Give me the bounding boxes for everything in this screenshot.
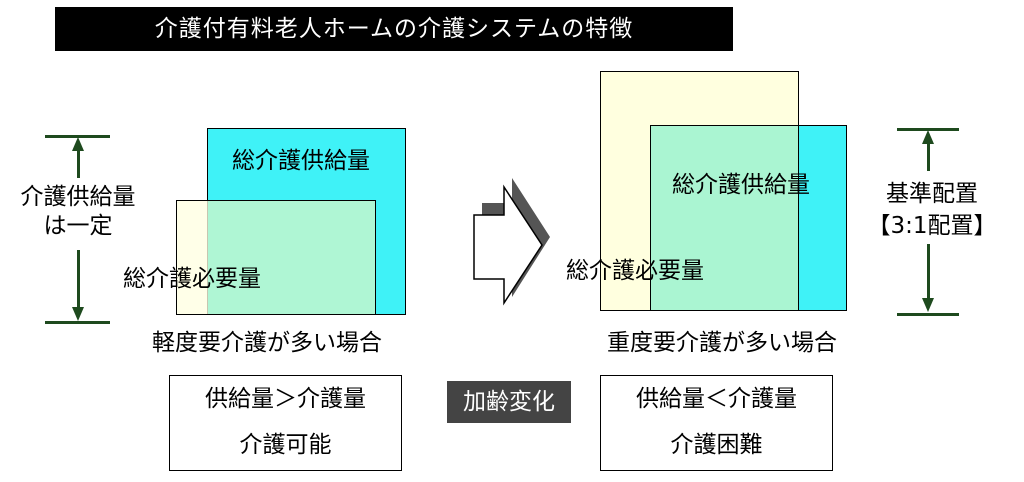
arrow-up-icon xyxy=(72,137,84,151)
right-measure-upper-shaft xyxy=(927,143,930,171)
staffing-standard-label: 基準配置 【3:1配置】 xyxy=(862,178,1002,242)
supply-constant-label: 介護供給量 は一定 xyxy=(8,183,148,241)
right-supply-outline xyxy=(650,125,847,311)
right-measure-lower-shaft xyxy=(927,244,930,301)
transition-arrow-icon xyxy=(473,178,550,306)
left-caption: 軽度要介護が多い場合 xyxy=(152,330,382,356)
right-measure-top-line xyxy=(897,128,959,131)
right-result-line2: 介護困難 xyxy=(670,432,763,458)
right-result-line1: 供給量＜介護量 xyxy=(636,386,797,412)
left-result-line2: 介護可能 xyxy=(239,432,332,458)
left-result-box: 供給量＞介護量 介護可能 xyxy=(169,375,402,471)
overlap-region xyxy=(208,201,375,314)
right-arrow-up-icon xyxy=(922,130,934,144)
left-need-label: 総介護必要量 xyxy=(123,266,261,292)
right-supply-label: 総介護供給量 xyxy=(672,172,810,198)
measure-upper-shaft xyxy=(77,150,80,178)
need-box-outline xyxy=(176,200,376,315)
left-result-line1: 供給量＞介護量 xyxy=(205,386,366,412)
right-result-box: 供給量＜介護量 介護困難 xyxy=(600,375,833,471)
measure-bottom-line xyxy=(45,321,110,324)
aging-change-badge: 加齢変化 xyxy=(447,381,571,423)
right-caption: 重度要介護が多い場合 xyxy=(607,330,837,356)
supply-constant-line2: は一定 xyxy=(43,213,113,239)
left-supply-label: 総介護供給量 xyxy=(232,148,370,174)
right-overlap-region xyxy=(651,126,798,310)
page-title: 介護付有料老人ホームの介護システムの特徴 xyxy=(55,7,733,51)
supply-constant-line1: 介護供給量 xyxy=(20,184,136,210)
staffing-standard-line2: 【3:1配置】 xyxy=(867,213,997,239)
arrow-down-icon xyxy=(72,307,84,321)
right-arrow-down-icon xyxy=(922,298,934,312)
right-need-label: 総介護必要量 xyxy=(566,258,704,284)
staffing-standard-line1: 基準配置 xyxy=(886,181,978,207)
measure-lower-shaft xyxy=(77,250,80,308)
right-measure-bottom-line xyxy=(897,313,959,316)
measure-top-line xyxy=(45,135,110,138)
